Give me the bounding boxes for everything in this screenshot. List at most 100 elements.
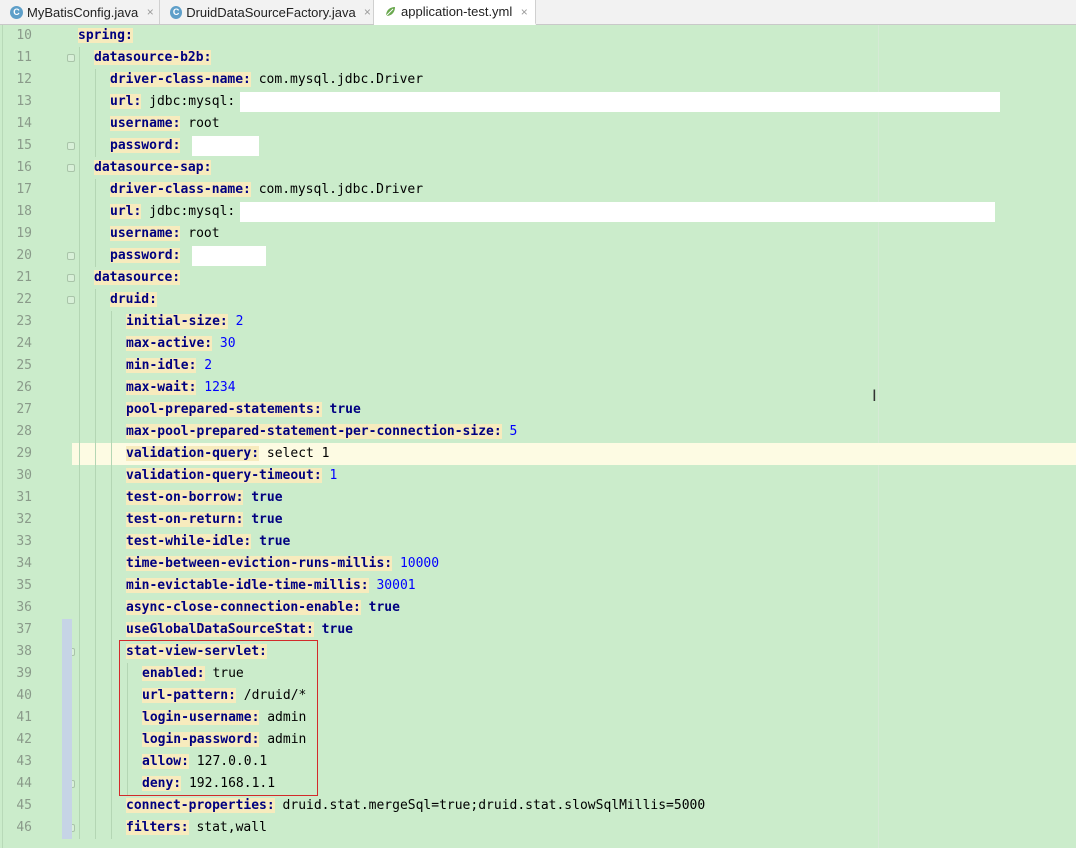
code-line[interactable]: deny: 192.168.1.1 bbox=[72, 773, 1076, 795]
line-number: 18 bbox=[16, 204, 32, 219]
java-class-icon: C bbox=[10, 5, 23, 19]
fold-marker-icon[interactable] bbox=[67, 54, 75, 62]
code-line[interactable]: enabled: true bbox=[72, 663, 1076, 685]
yaml-key: time-between-eviction-runs-millis: bbox=[126, 556, 393, 571]
indent-guide bbox=[95, 641, 96, 663]
code-line[interactable]: pool-prepared-statements: true bbox=[72, 399, 1076, 421]
gutter-divider bbox=[2, 25, 3, 848]
code-line[interactable]: max-pool-prepared-statement-per-connecti… bbox=[72, 421, 1076, 443]
code-line[interactable]: initial-size: 2 bbox=[72, 311, 1076, 333]
indent-guide bbox=[79, 377, 80, 399]
yaml-key: url-pattern: bbox=[142, 688, 236, 703]
code-line[interactable]: datasource-sap: bbox=[72, 157, 1076, 179]
change-marker bbox=[62, 729, 72, 751]
indent-guide bbox=[127, 707, 128, 729]
yaml-value: true bbox=[321, 622, 353, 637]
yaml-key: driver-class-name: bbox=[110, 72, 251, 87]
indent-guide bbox=[95, 289, 96, 311]
yaml-key: url: bbox=[110, 204, 142, 219]
yaml-key: username: bbox=[110, 116, 181, 131]
code-line[interactable]: test-on-borrow: true bbox=[72, 487, 1076, 509]
code-line[interactable]: username: root bbox=[72, 223, 1076, 245]
change-marker bbox=[62, 685, 72, 707]
fold-marker-icon[interactable] bbox=[67, 164, 75, 172]
code-line[interactable]: password: bbox=[72, 135, 1076, 157]
yaml-value: 30 bbox=[219, 336, 236, 351]
code-line[interactable]: druid: bbox=[72, 289, 1076, 311]
line-number: 11 bbox=[16, 50, 32, 65]
code-line[interactable]: validation-query-timeout: 1 bbox=[72, 465, 1076, 487]
indent-guide bbox=[79, 157, 80, 179]
code-line[interactable]: validation-query: select 1 bbox=[72, 443, 1076, 465]
fold-marker-icon[interactable] bbox=[67, 252, 75, 260]
code-line[interactable]: min-idle: 2 bbox=[72, 355, 1076, 377]
code-line[interactable]: spring: bbox=[72, 25, 1076, 47]
code-line[interactable]: allow: 127.0.0.1 bbox=[72, 751, 1076, 773]
code-line[interactable]: max-wait: 1234 bbox=[72, 377, 1076, 399]
tab-druiddatasourcefactory[interactable]: C DruidDataSourceFactory.java × bbox=[160, 0, 374, 24]
yaml-key: login-password: bbox=[142, 732, 260, 747]
indent-guide bbox=[111, 751, 112, 773]
code-line[interactable]: stat-view-servlet: bbox=[72, 641, 1076, 663]
code-line[interactable]: username: root bbox=[72, 113, 1076, 135]
yaml-key: password: bbox=[110, 248, 181, 263]
line-number: 23 bbox=[16, 314, 32, 329]
indent-guide bbox=[79, 289, 80, 311]
yaml-key: allow: bbox=[142, 754, 189, 769]
code-line[interactable]: login-password: admin bbox=[72, 729, 1076, 751]
code-line[interactable]: password: bbox=[72, 245, 1076, 267]
code-line[interactable]: datasource: bbox=[72, 267, 1076, 289]
close-icon[interactable]: × bbox=[363, 5, 371, 19]
code-line[interactable]: max-active: 30 bbox=[72, 333, 1076, 355]
code-line[interactable]: url: jdbc:mysql: bbox=[72, 91, 1076, 113]
fold-marker-icon[interactable] bbox=[67, 274, 75, 282]
tab-mybatisconfig[interactable]: C MyBatisConfig.java × bbox=[0, 0, 160, 24]
indent-guide bbox=[79, 817, 80, 839]
fold-marker-icon[interactable] bbox=[67, 296, 75, 304]
indent-guide bbox=[95, 707, 96, 729]
code-line[interactable]: driver-class-name: com.mysql.jdbc.Driver bbox=[72, 69, 1076, 91]
indent-guide bbox=[79, 663, 80, 685]
indent-guide bbox=[79, 267, 80, 289]
highlight-box bbox=[119, 640, 318, 796]
close-icon[interactable]: × bbox=[146, 5, 154, 19]
close-icon[interactable]: × bbox=[520, 4, 528, 19]
indent-guide bbox=[95, 69, 96, 91]
indent-guide bbox=[95, 91, 96, 113]
redacted-value bbox=[240, 202, 995, 222]
change-marker bbox=[62, 751, 72, 773]
code-line[interactable]: test-while-idle: true bbox=[72, 531, 1076, 553]
indent-guide bbox=[79, 597, 80, 619]
tab-application-test-yml[interactable]: application-test.yml × bbox=[374, 0, 536, 25]
fold-marker-icon[interactable] bbox=[67, 142, 75, 150]
code-line[interactable]: url-pattern: /druid/* bbox=[72, 685, 1076, 707]
code-line[interactable]: min-evictable-idle-time-millis: 30001 bbox=[72, 575, 1076, 597]
code-line[interactable]: login-username: admin bbox=[72, 707, 1076, 729]
line-number: 28 bbox=[16, 424, 32, 439]
yaml-value: true bbox=[329, 402, 361, 417]
indent-guide bbox=[95, 773, 96, 795]
yaml-key: login-username: bbox=[142, 710, 260, 725]
yaml-value: true bbox=[259, 534, 291, 549]
indent-guide bbox=[127, 729, 128, 751]
yaml-value: true bbox=[251, 512, 283, 527]
indent-guide bbox=[95, 509, 96, 531]
indent-guide bbox=[95, 201, 96, 223]
yaml-key: spring: bbox=[78, 28, 133, 43]
code-line[interactable]: url: jdbc:mysql: bbox=[72, 201, 1076, 223]
code-line[interactable]: driver-class-name: com.mysql.jdbc.Driver bbox=[72, 179, 1076, 201]
line-number: 27 bbox=[16, 402, 32, 417]
indent-guide bbox=[95, 135, 96, 157]
code-line[interactable]: datasource-b2b: bbox=[72, 47, 1076, 69]
code-line[interactable]: time-between-eviction-runs-millis: 10000 bbox=[72, 553, 1076, 575]
code-line[interactable]: async-close-connection-enable: true bbox=[72, 597, 1076, 619]
code-line[interactable]: connect-properties: druid.stat.mergeSql=… bbox=[72, 795, 1076, 817]
indent-guide bbox=[127, 663, 128, 685]
yaml-value: true bbox=[251, 490, 283, 505]
yaml-key: druid: bbox=[110, 292, 157, 307]
code-line[interactable]: filters: stat,wall bbox=[72, 817, 1076, 839]
code-line[interactable]: test-on-return: true bbox=[72, 509, 1076, 531]
code-line[interactable]: useGlobalDataSourceStat: true bbox=[72, 619, 1076, 641]
indent-guide bbox=[111, 597, 112, 619]
